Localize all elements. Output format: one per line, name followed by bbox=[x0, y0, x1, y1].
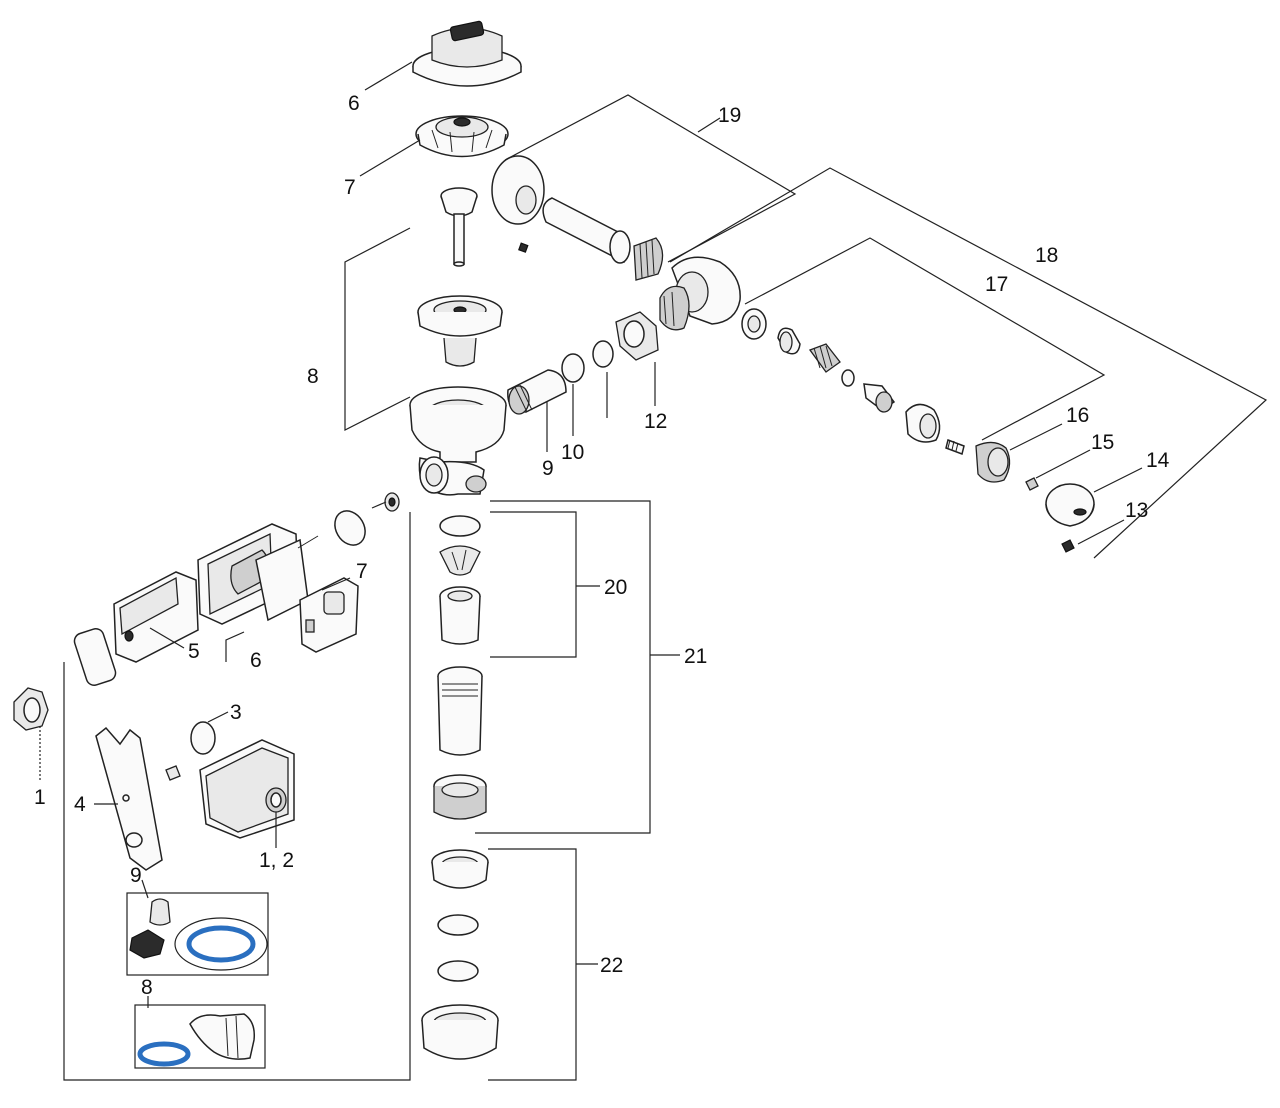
part-22-gasket-a[interactable] bbox=[437, 914, 479, 936]
kit-8-box[interactable] bbox=[134, 1004, 266, 1069]
bracket-22 bbox=[488, 848, 577, 1081]
part-6-hex-key[interactable] bbox=[225, 631, 245, 662]
part-22-escutcheon[interactable] bbox=[421, 1004, 499, 1060]
label-21: 21 bbox=[684, 645, 707, 668]
label-7-top: 7 bbox=[344, 176, 356, 199]
part-9-nipple[interactable] bbox=[507, 369, 567, 415]
label-8-kit: 8 bbox=[141, 976, 153, 999]
part-17-plunger[interactable] bbox=[863, 383, 896, 413]
label-12: 12 bbox=[644, 410, 667, 433]
label-13: 13 bbox=[1125, 499, 1148, 522]
part-4-wrench[interactable] bbox=[95, 726, 163, 871]
leader-7-kit bbox=[321, 577, 351, 591]
part-5-sensor-window[interactable] bbox=[72, 627, 117, 688]
leader-19 bbox=[697, 117, 721, 133]
label-6-top: 6 bbox=[348, 92, 360, 115]
leader-3 bbox=[207, 711, 229, 723]
part-17-sleeve[interactable] bbox=[777, 327, 801, 355]
leader-5 bbox=[149, 627, 185, 649]
valve-body[interactable] bbox=[409, 386, 507, 496]
bracket-20 bbox=[490, 511, 577, 658]
part-21-cartridge[interactable] bbox=[437, 666, 483, 756]
part-8-diaphragm[interactable] bbox=[417, 295, 503, 367]
leader-7-top bbox=[359, 139, 421, 177]
part-5-sensor-housing[interactable] bbox=[113, 571, 199, 663]
part-kit-clip[interactable] bbox=[165, 765, 181, 781]
handle-housing[interactable] bbox=[659, 256, 741, 331]
part-17-socket[interactable] bbox=[905, 403, 941, 443]
label-4: 4 bbox=[74, 793, 86, 816]
label-3: 3 bbox=[230, 701, 242, 724]
kit-9-box[interactable] bbox=[126, 892, 269, 976]
part-17-washer[interactable] bbox=[841, 369, 855, 387]
part-19-coupling[interactable] bbox=[633, 237, 664, 281]
label-5: 5 bbox=[188, 640, 200, 663]
part-20-diaphragm-disc[interactable] bbox=[439, 545, 481, 576]
label-9-kit: 9 bbox=[130, 864, 142, 887]
leader-6-top bbox=[364, 61, 413, 91]
left-kit-frame bbox=[63, 512, 411, 1081]
bracket-8 bbox=[344, 227, 411, 431]
part-10-ring[interactable] bbox=[561, 353, 585, 383]
label-6-kit: 6 bbox=[250, 649, 262, 672]
label-22: 22 bbox=[600, 954, 623, 977]
part-17-spring[interactable] bbox=[808, 343, 841, 373]
part-6-cap[interactable] bbox=[412, 20, 522, 87]
label-15: 15 bbox=[1091, 431, 1114, 454]
part-11-o-ring[interactable] bbox=[592, 340, 614, 368]
label-19: 19 bbox=[718, 104, 741, 127]
label-1-2: 1, 2 bbox=[259, 849, 294, 872]
part-8-relief-valve[interactable] bbox=[440, 187, 478, 267]
leader-7-nozzle bbox=[371, 501, 387, 509]
leader-13 bbox=[1077, 519, 1125, 545]
label-1: 1 bbox=[34, 786, 46, 809]
part-7-kit-module[interactable] bbox=[197, 523, 319, 625]
bracket-21 bbox=[475, 500, 651, 834]
part-17-bushing[interactable] bbox=[741, 308, 767, 340]
part-22-gasket-b[interactable] bbox=[437, 960, 479, 982]
bracket-19 bbox=[504, 94, 797, 263]
part-15-set-screw[interactable] bbox=[1025, 477, 1039, 491]
part-22-adapter[interactable] bbox=[431, 849, 489, 889]
label-8-left: 8 bbox=[307, 365, 319, 388]
part-17-screw[interactable] bbox=[945, 439, 965, 455]
bracket-17 bbox=[744, 237, 1106, 441]
part-7-kit-nozzle[interactable] bbox=[384, 492, 400, 512]
part-19-tube[interactable] bbox=[542, 197, 631, 264]
label-14: 14 bbox=[1146, 449, 1170, 472]
label-17: 17 bbox=[985, 273, 1008, 296]
leader-9-kit bbox=[141, 879, 149, 899]
part-7-cover[interactable] bbox=[415, 115, 509, 158]
part-21-nut[interactable] bbox=[433, 774, 487, 820]
label-10: 10 bbox=[561, 441, 584, 464]
part-19-set-screw[interactable] bbox=[518, 242, 529, 253]
leader-15 bbox=[1035, 449, 1091, 479]
part-1-2-battery-cover[interactable] bbox=[199, 739, 295, 839]
part-1-nut[interactable] bbox=[13, 687, 49, 731]
part-7-kit-o-ring[interactable] bbox=[329, 505, 371, 550]
part-3-seal-ring[interactable] bbox=[190, 721, 216, 755]
part-12-nut[interactable] bbox=[615, 311, 659, 361]
bracket-18 bbox=[669, 167, 1268, 559]
label-7-kit: 7 bbox=[356, 560, 368, 583]
part-7-kit-cover[interactable] bbox=[299, 577, 359, 653]
label-18: 18 bbox=[1035, 244, 1058, 267]
part-19-flange[interactable] bbox=[491, 155, 545, 225]
part-13-screw[interactable] bbox=[1061, 539, 1075, 553]
label-16: 16 bbox=[1066, 404, 1089, 427]
part-20-guide[interactable] bbox=[439, 586, 481, 645]
leader-14 bbox=[1093, 467, 1143, 493]
part-20-ring[interactable] bbox=[439, 515, 481, 537]
part-16-nut[interactable] bbox=[975, 441, 1011, 483]
leader-16 bbox=[1009, 423, 1063, 451]
label-9-mid: 9 bbox=[542, 457, 554, 480]
label-20: 20 bbox=[604, 576, 627, 599]
part-14-cap[interactable] bbox=[1045, 483, 1095, 527]
